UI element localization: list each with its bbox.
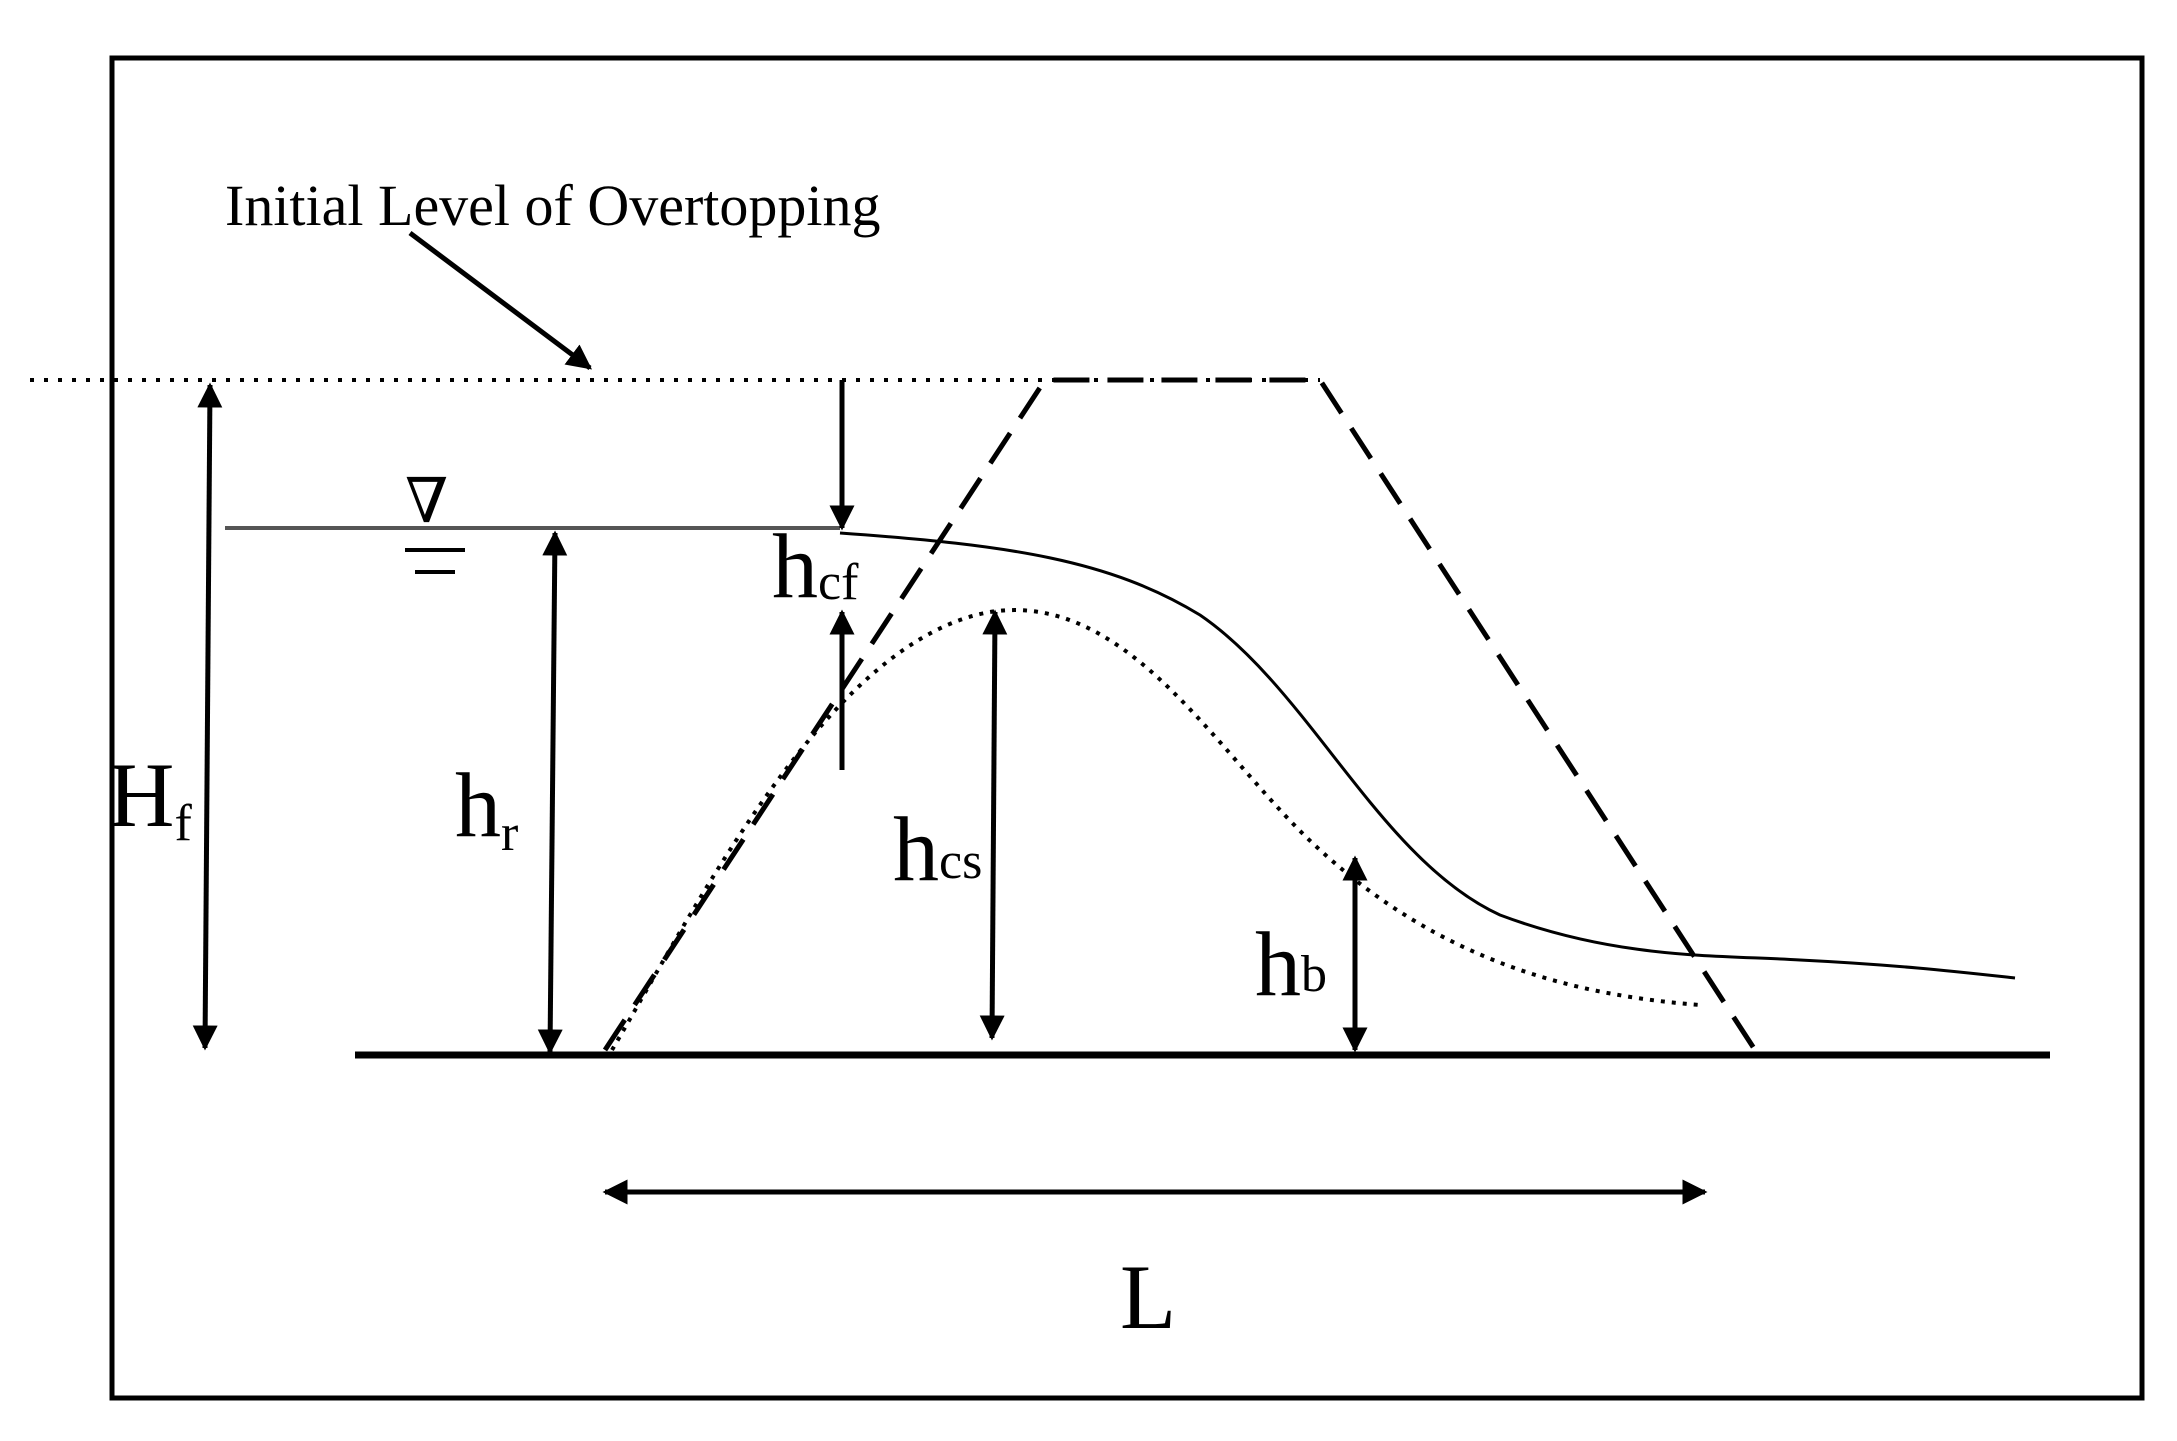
frame-border [109,55,2145,1401]
hf-label: Hf [108,744,192,852]
l-label: L [1120,1246,1176,1348]
hr-dimension-arrow [537,530,568,1055]
hcs-dimension-arrow [979,609,1008,1041]
overtopping-pointer-arrow [408,231,592,370]
breach-profile-curve [610,608,1701,1052]
hb-label: hb [1255,913,1327,1015]
flow-surface-curve [839,531,2016,980]
overtopping-label: Initial Level of Overtopping [225,173,881,238]
hcf-label: hcf [772,515,859,617]
hf-dimension-arrow [192,382,223,1051]
original-embankment-outline [602,377,1758,1052]
hcs-label: hcs [893,798,982,900]
hr-label: hr [455,754,518,862]
water-surface-symbol: ∇ [405,468,448,536]
